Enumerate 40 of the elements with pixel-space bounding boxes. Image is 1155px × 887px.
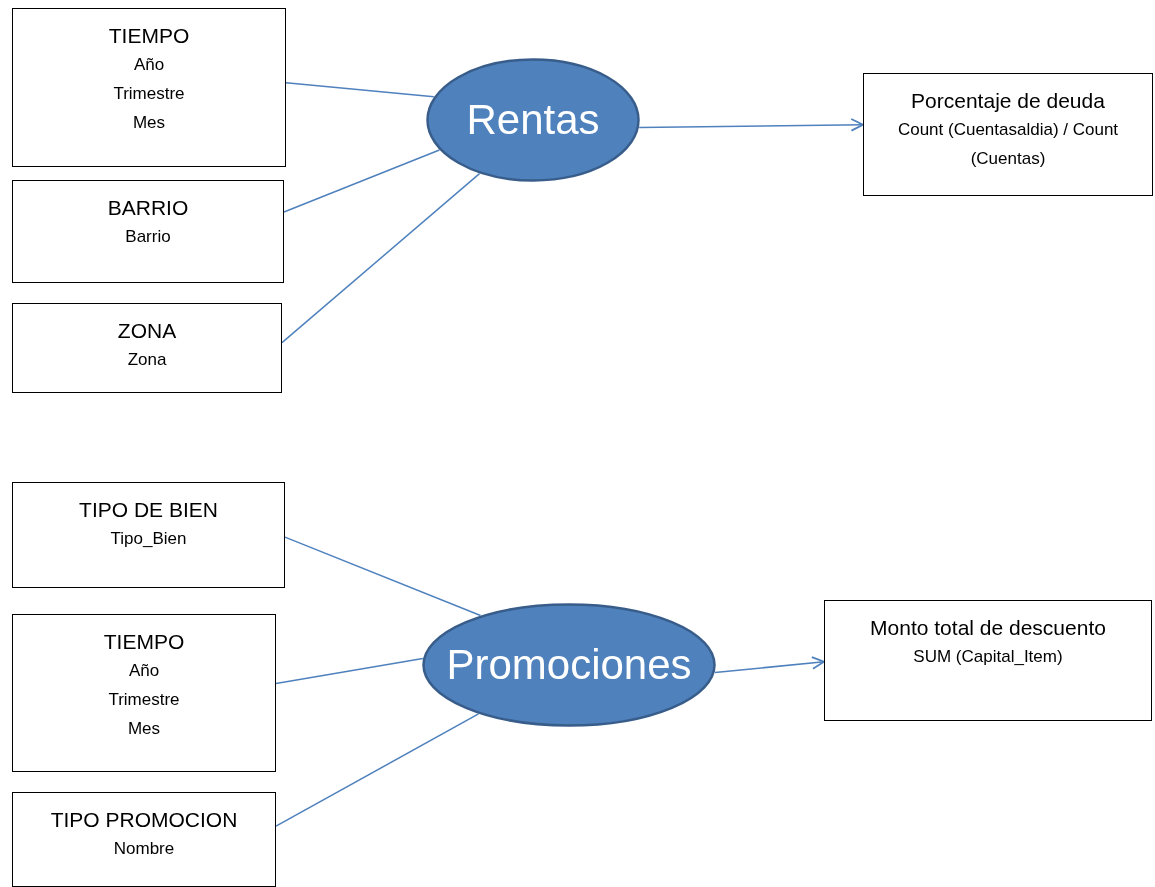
attribute-label: SUM (Capital_Item) [913, 646, 1063, 668]
connector-line [284, 536, 482, 617]
fact-name: Promociones [446, 641, 692, 689]
connector-line [275, 713, 480, 827]
box-heading: TIEMPO [103, 629, 185, 655]
arrow [638, 118, 864, 132]
box-heading: TIPO PROMOCION [50, 807, 238, 833]
attribute-label: Barrio [125, 226, 171, 248]
dimension-box [824, 600, 1152, 721]
connector-line [285, 82, 435, 98]
attribute-label: Mes [127, 718, 161, 740]
attribute-label: Año [133, 54, 165, 76]
dimension-box [12, 180, 284, 283]
attribute-label: Zona [127, 349, 167, 371]
fact-ellipse [422, 603, 716, 727]
attribute-label: Tipo_Bien [110, 528, 187, 550]
attribute-label: Trimestre [113, 83, 185, 105]
fact-ellipse [426, 58, 640, 182]
attribute-label: Nombre [113, 838, 175, 860]
attribute-label: Año [128, 660, 160, 682]
connector-line [281, 172, 481, 344]
dimension-box [12, 303, 282, 393]
box-heading: TIPO DE BIEN [79, 497, 218, 523]
dimension-box [12, 8, 286, 167]
connector-line [275, 657, 424, 685]
dimension-box [863, 73, 1153, 196]
attribute-label: Mes [132, 112, 166, 134]
connector-line [283, 149, 441, 213]
box-heading: ZONA [117, 318, 177, 344]
fact-name: Rentas [466, 96, 600, 144]
dimension-box [12, 482, 285, 588]
box-heading: TIEMPO [108, 23, 190, 49]
attribute-label: Count (Cuentasaldia) / Count (Cuentas) [896, 119, 1120, 170]
box-heading: Monto total de descuento [870, 615, 1106, 641]
box-heading: Porcentaje de deuda [911, 88, 1105, 114]
dimension-box [12, 614, 276, 772]
attribute-label: Trimestre [108, 689, 180, 711]
dimension-box [12, 792, 276, 887]
arrow [714, 656, 825, 674]
box-heading: BARRIO [107, 195, 189, 221]
